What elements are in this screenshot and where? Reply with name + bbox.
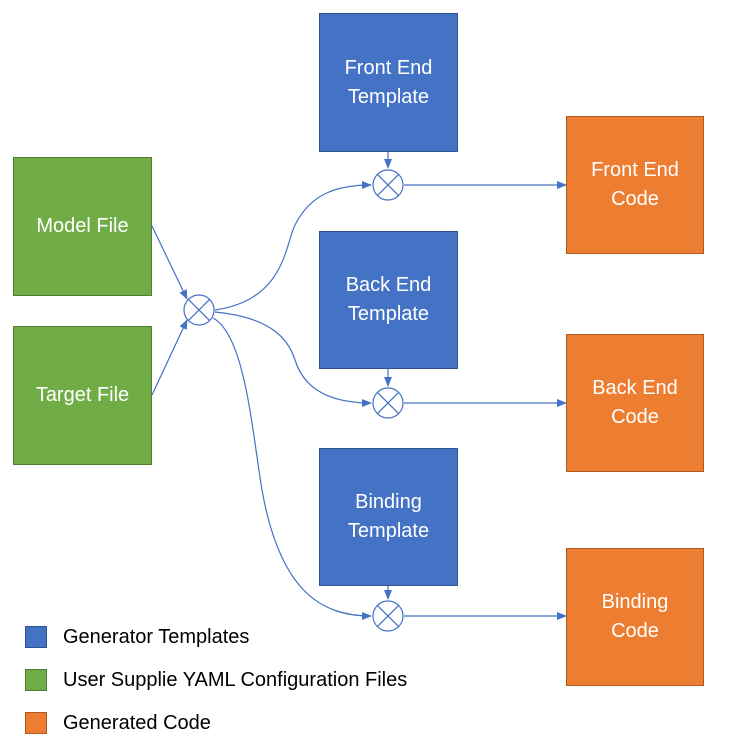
target-file-box: Target File [13, 326, 152, 465]
binding-merge-node [372, 600, 404, 632]
legend-swatch-templates [25, 626, 47, 648]
legend-swatch-generated-code [25, 712, 47, 734]
model-file-arrow [151, 225, 188, 300]
binding-branch-arrow [212, 317, 372, 620]
target-file-label: Target File [35, 384, 130, 406]
binding-template-label: Binding Template [347, 491, 430, 542]
binding-code-box: Binding Code [566, 548, 704, 686]
binding-template-box: Binding Template [319, 448, 458, 586]
front-end-template-box: Front End Template [319, 13, 458, 152]
front-end-template-label: Front End Template [344, 56, 433, 108]
legend-label-config-files: User Supplie YAML Configuration Files [63, 669, 408, 691]
back-end-code-box: Back End Code [566, 334, 704, 472]
front-end-code-box: Front End Code [566, 116, 704, 254]
legend-label-templates: Generator Templates [63, 626, 250, 648]
legend-swatch-config-files [25, 669, 47, 691]
target-file-arrow [151, 319, 188, 396]
input-merge-node [183, 294, 215, 326]
front-end-branch-arrow [214, 181, 372, 311]
model-file-label: Model File [36, 215, 129, 237]
back-end-template-label: Back End Template [345, 274, 432, 325]
back-end-code-label: Back End Code [592, 377, 678, 428]
front-end-code-label: Front End Code [591, 159, 679, 210]
back-end-branch-arrow [214, 311, 372, 407]
model-file-box: Model File [13, 157, 152, 296]
back-end-template-box: Back End Template [319, 231, 458, 369]
front-end-merge-node [372, 169, 404, 201]
binding-code-label: Binding Code [601, 591, 669, 642]
back-end-merge-node [372, 387, 404, 419]
legend-label-generated-code: Generated Code [63, 712, 211, 734]
